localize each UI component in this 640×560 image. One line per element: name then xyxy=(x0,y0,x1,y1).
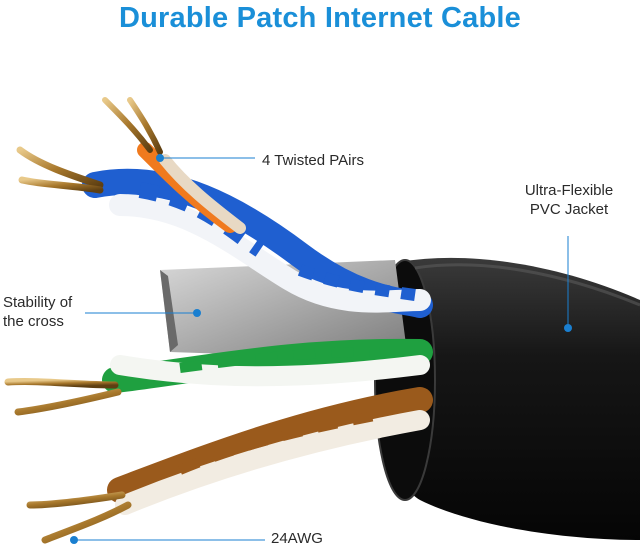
label-cross-stability: Stability of the cross xyxy=(3,293,72,331)
brown-pair xyxy=(107,387,433,515)
callout-dot-icon xyxy=(70,536,78,544)
label-twisted-pairs: 4 Twisted PAirs xyxy=(262,152,364,169)
label-cross-line1: Stability of xyxy=(3,294,73,311)
green-pair xyxy=(102,338,433,393)
callout-dot-icon xyxy=(193,309,201,317)
copper-conductors xyxy=(4,97,163,544)
orange-pair xyxy=(137,142,246,234)
label-pvc-jacket-line1: Ultra-Flexible xyxy=(524,182,614,199)
callout-lines xyxy=(74,157,569,541)
callout-dot-icon xyxy=(156,154,164,162)
label-pvc-jacket-line2: PVC Jacket xyxy=(529,201,609,218)
callout-dot-icon xyxy=(564,324,572,332)
label-awg: 24AWG xyxy=(271,530,323,547)
page-title: Durable Patch Internet Cable xyxy=(118,2,522,34)
label-pvc-jacket: Ultra-Flexible PVC Jacket xyxy=(514,181,624,219)
callout-dots xyxy=(70,154,572,544)
label-cross-line2: the cross xyxy=(3,313,64,330)
